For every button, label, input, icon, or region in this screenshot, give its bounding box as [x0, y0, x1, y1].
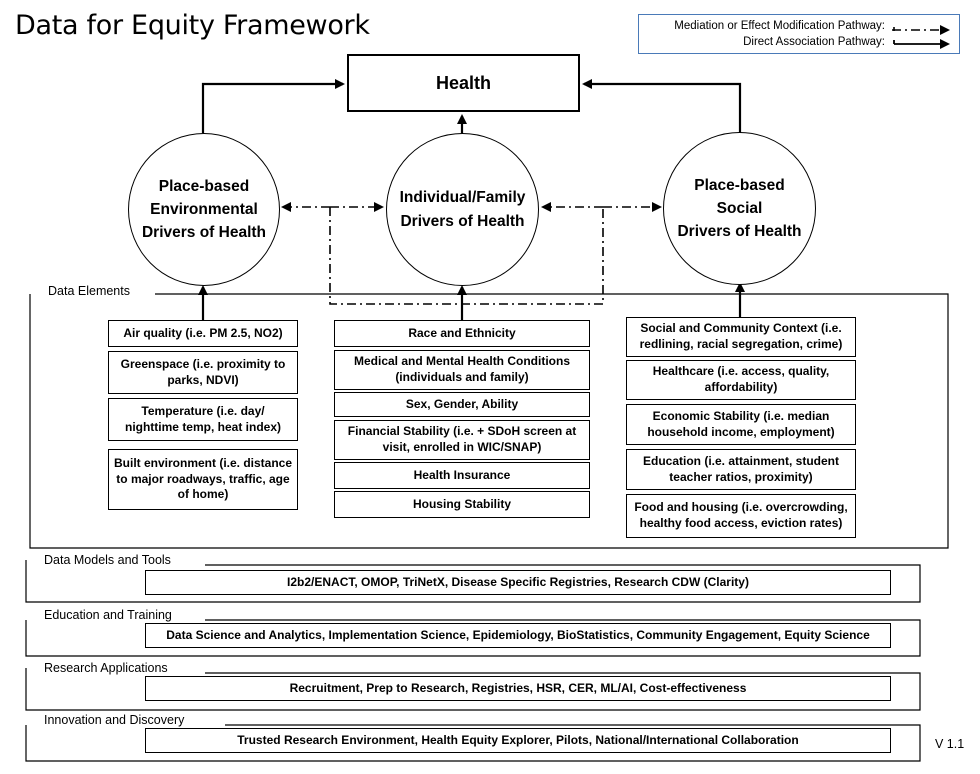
individual-drivers-circle: Individual/Family Drivers of Health: [386, 133, 539, 286]
circle-text-line: Place-based: [694, 176, 785, 194]
section-label-education: Education and Training: [38, 608, 178, 622]
section-content-data-models: I2b2/ENACT, OMOP, TriNetX, Disease Speci…: [145, 570, 891, 595]
section-content-innovation: Trusted Research Environment, Health Equ…: [145, 728, 891, 753]
env-element-box: Air quality (i.e. PM 2.5, NO2): [108, 320, 298, 347]
social-element-box: Social and Community Context (i.e. redli…: [626, 317, 856, 357]
page-title: Data for Equity Framework: [15, 10, 370, 41]
circle-text-line: Environmental: [150, 200, 258, 218]
legend-mediation-label: Mediation or Effect Modification Pathway…: [674, 20, 885, 32]
social-element-box: Food and housing (i.e. overcrowding, hea…: [626, 494, 856, 538]
env-element-box: Temperature (i.e. day/ nighttime temp, h…: [108, 398, 298, 441]
section-label-innovation: Innovation and Discovery: [38, 713, 191, 727]
circle-text-line: Drivers of Health: [400, 212, 525, 230]
section-content-research-applications: Recruitment, Prep to Research, Registrie…: [145, 676, 891, 701]
version-label: V 1.1: [935, 737, 965, 751]
legend-mediation-arrow: [892, 25, 950, 35]
social-drivers-circle: Place-based Social Drivers of Health: [663, 132, 816, 285]
circle-text-line: Social: [716, 199, 763, 217]
env-element-box: Greenspace (i.e. proximity to parks, NDV…: [108, 351, 298, 394]
health-box: Health: [347, 54, 580, 112]
direct-pathways: [198, 79, 745, 321]
env-element-box: Built environment (i.e. distance to majo…: [108, 449, 298, 510]
individual-element-box: Health Insurance: [334, 462, 590, 489]
section-frames: [25, 293, 949, 762]
circle-text-line: Place-based: [158, 177, 250, 195]
circle-text-line: Individual/Family: [399, 189, 526, 207]
individual-element-box: Housing Stability: [334, 491, 590, 518]
social-element-box: Education (i.e. attainment, student teac…: [626, 449, 856, 490]
individual-element-box: Race and Ethnicity: [334, 320, 590, 347]
individual-element-box: Sex, Gender, Ability: [334, 392, 590, 417]
section-label-research-applications: Research Applications: [38, 661, 174, 675]
circle-text-line: Drivers of Health: [677, 223, 802, 241]
legend-direct-label: Direct Association Pathway:: [743, 36, 885, 48]
social-element-box: Economic Stability (i.e. median househol…: [626, 404, 856, 445]
social-element-box: Healthcare (i.e. access, quality, afford…: [626, 360, 856, 400]
data-elements-label: Data Elements: [42, 284, 136, 298]
section-content-education: Data Science and Analytics, Implementati…: [145, 623, 891, 648]
individual-element-box: Financial Stability (i.e. + SDoH screen …: [334, 420, 590, 460]
mediation-pathways: [281, 202, 662, 305]
individual-element-box: Medical and Mental Health Conditions (in…: [334, 350, 590, 390]
environmental-drivers-circle: Place-based Environmental Drivers of Hea…: [128, 133, 280, 286]
circle-text-line: Drivers of Health: [141, 224, 267, 242]
legend-direct-arrow: [893, 39, 950, 49]
section-label-data-models: Data Models and Tools: [38, 553, 177, 567]
legend: Mediation or Effect Modification Pathway…: [638, 14, 960, 54]
